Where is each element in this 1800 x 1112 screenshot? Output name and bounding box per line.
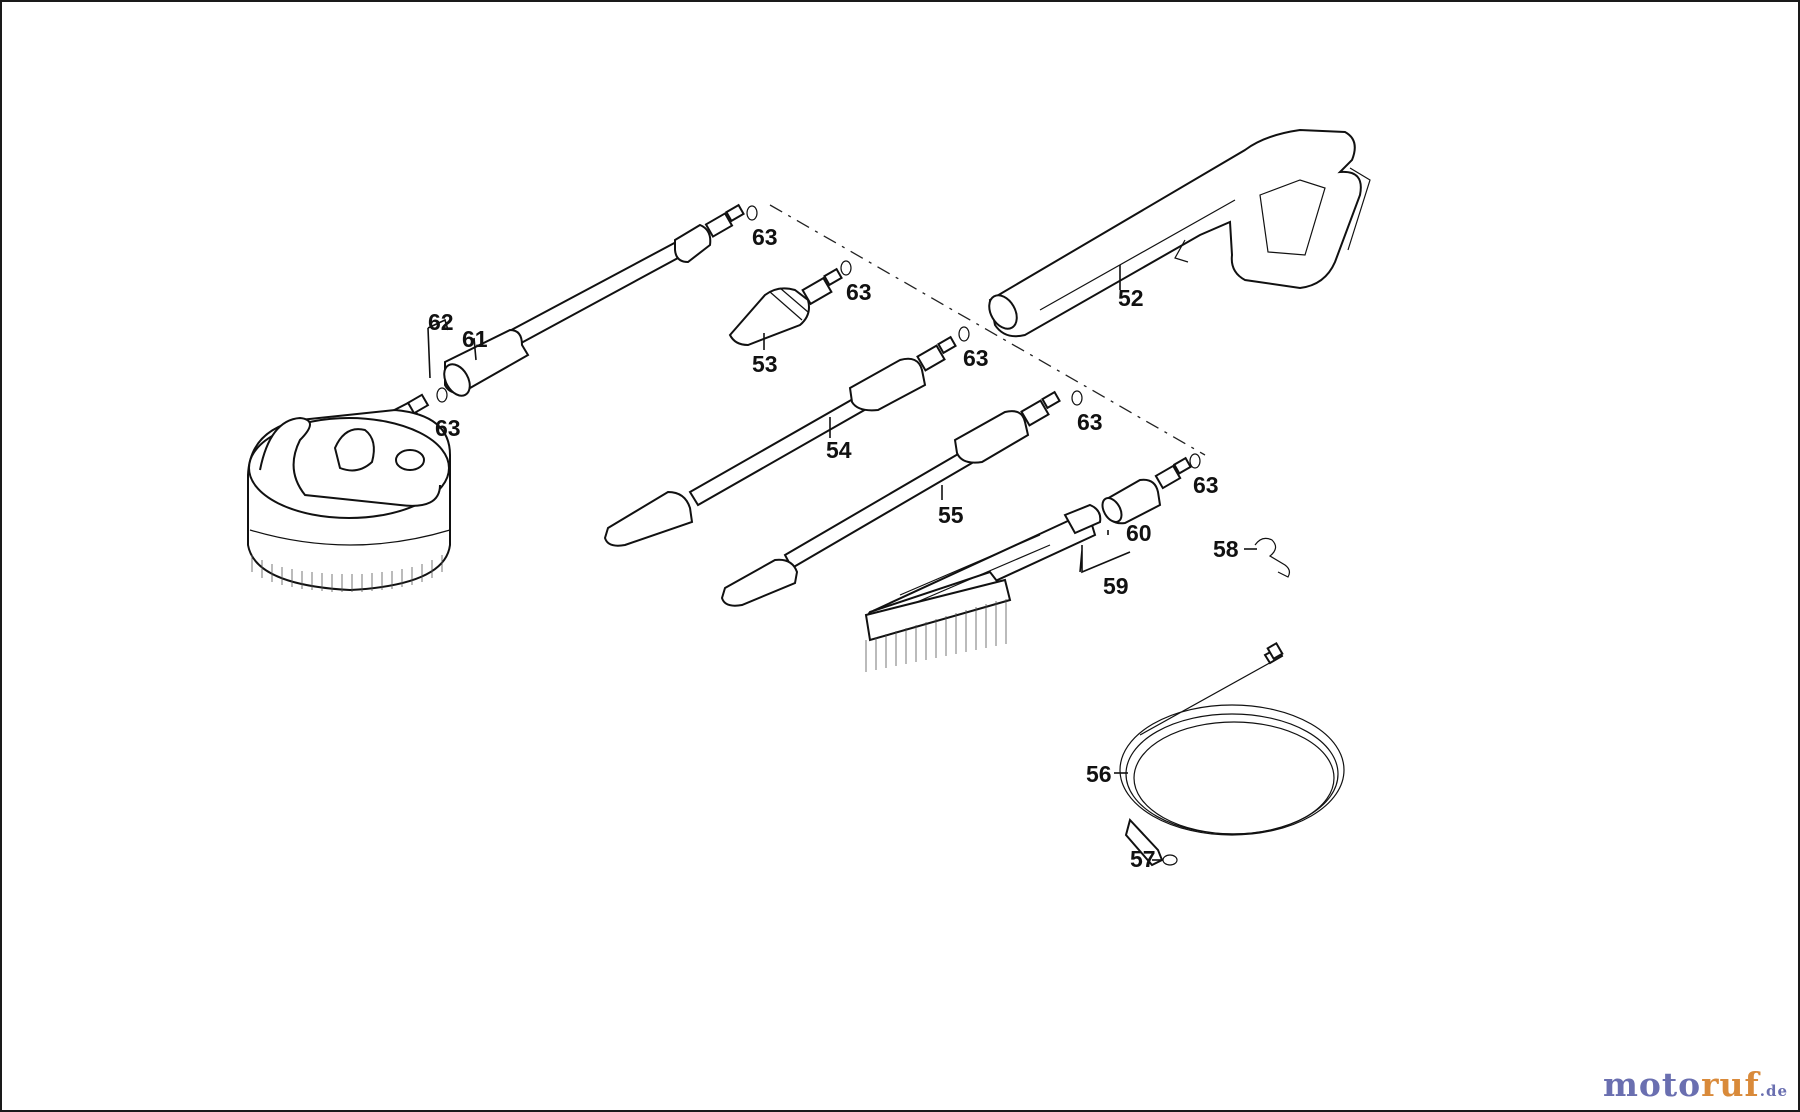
label-63-b: 63: [846, 279, 872, 305]
nozzle-part-53: [728, 267, 843, 347]
label-54: 54: [826, 437, 852, 463]
label-61: 61: [462, 326, 488, 352]
label-63-c: 63: [963, 345, 989, 371]
lance-part-55: [720, 390, 1061, 607]
o-rings-part-63: [436, 205, 1201, 469]
label-63-f: 63: [435, 415, 461, 441]
leader-lines: [427, 265, 1257, 861]
watermark-logo: motoruf.de: [1603, 1065, 1788, 1104]
label-55: 55: [938, 502, 964, 528]
adapter-part-60: [1101, 456, 1192, 525]
lance-part-61: [443, 203, 745, 397]
assembly-axis-line: [769, 204, 1206, 456]
label-63-d: 63: [1077, 409, 1103, 435]
label-62: 62: [428, 309, 454, 335]
label-58: 58: [1213, 536, 1239, 562]
label-53: 53: [752, 351, 778, 377]
lance-part-54: [603, 335, 957, 547]
watermark-part-3: .de: [1759, 1082, 1788, 1100]
spray-gun-part-52: [988, 128, 1371, 338]
part-labels: 52 53 54 55 56 57 58 59 60 61 62 63 63 6…: [428, 224, 1239, 872]
label-56: 56: [1086, 761, 1112, 787]
wash-brush-part-59: [864, 503, 1102, 672]
surface-cleaner: [247, 408, 451, 592]
label-57: 57: [1130, 846, 1156, 872]
label-59: 59: [1103, 573, 1129, 599]
label-63-e: 63: [1193, 472, 1219, 498]
label-60: 60: [1126, 520, 1152, 546]
o-ring-part-57: [1162, 854, 1178, 866]
clip-part-58: [1254, 537, 1291, 578]
label-63-a: 63: [752, 224, 778, 250]
watermark-part-2: ruf: [1701, 1065, 1760, 1104]
watermark-part-1: moto: [1602, 1065, 1702, 1104]
hose-part-56: [1119, 641, 1345, 867]
label-52: 52: [1118, 285, 1144, 311]
